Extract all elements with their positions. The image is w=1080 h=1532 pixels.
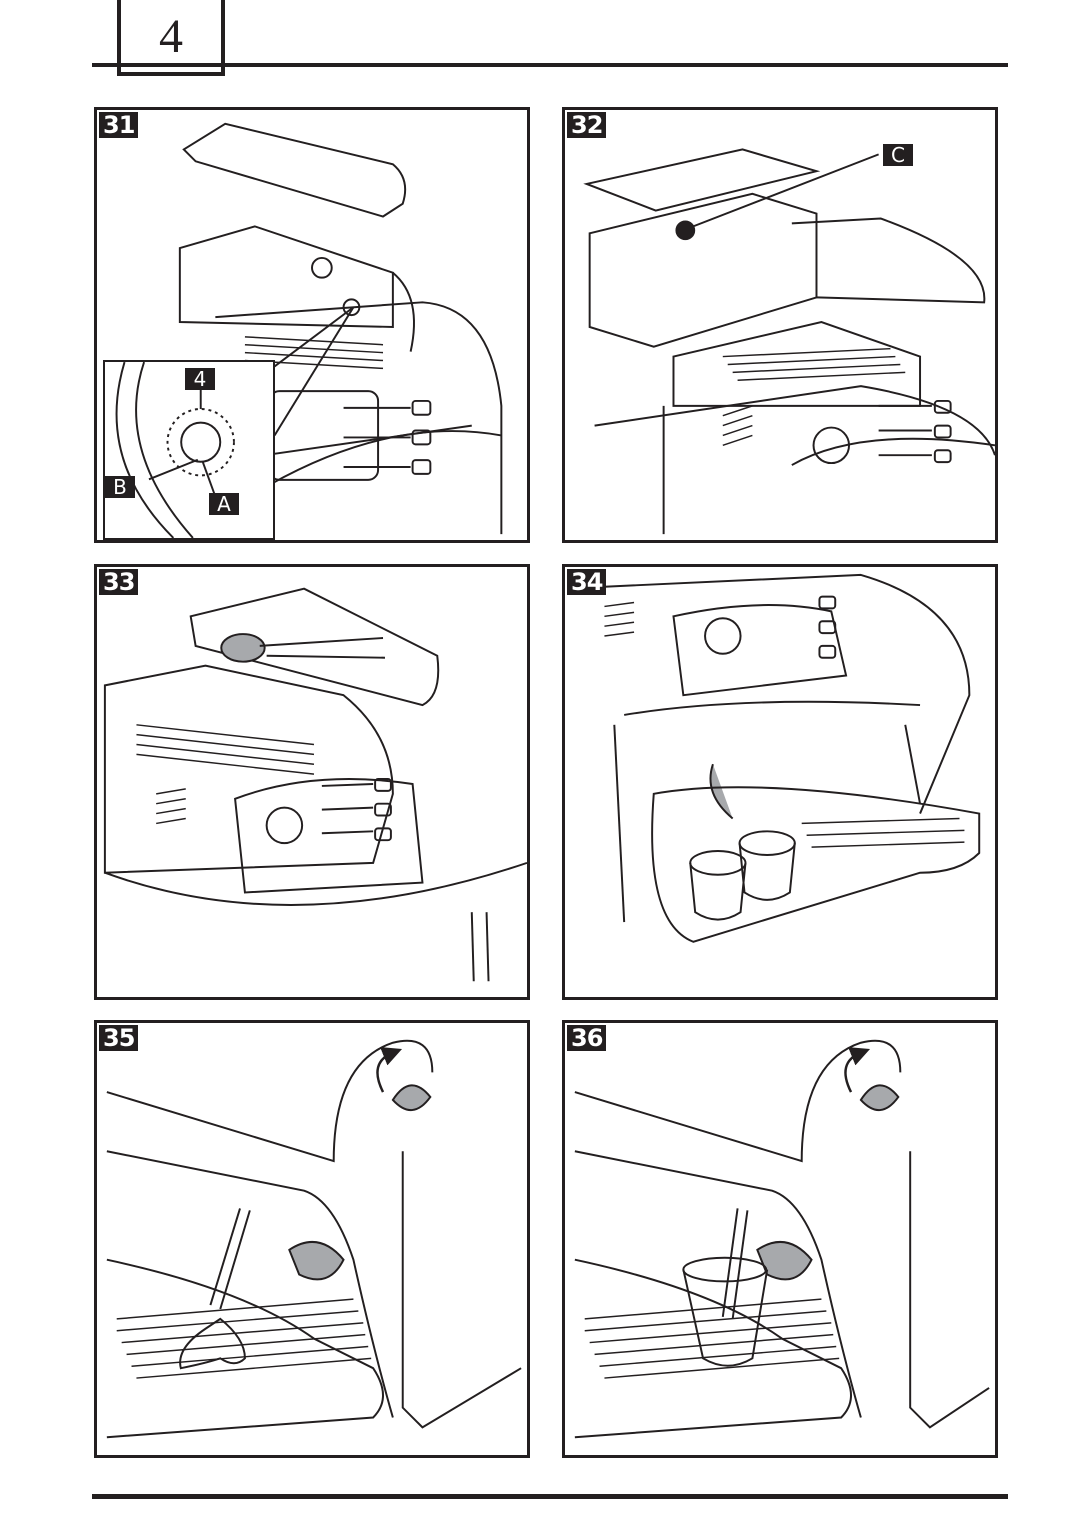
figure-31-number: 31 (99, 112, 139, 138)
callout-b: B (105, 476, 135, 498)
dial-detail-inset (103, 360, 275, 540)
coffee-machine-illustration (103, 587, 527, 982)
figure-35-number: 35 (99, 1025, 139, 1051)
figure-33: 33 (94, 564, 530, 1000)
coffee-machine-illustration (583, 148, 995, 535)
figure-34-number: 34 (567, 569, 607, 595)
coffee-machine-illustration (178, 122, 503, 535)
figure-33-number: 33 (99, 569, 139, 595)
steam-wand-illustration (106, 1039, 522, 1439)
header-rule (92, 63, 1008, 67)
page-number: 4 (159, 9, 183, 63)
figure-32: 32 C (562, 107, 998, 543)
figure-34: 34 (562, 564, 998, 1000)
steam-wand-illustration (574, 1039, 990, 1439)
figure-36: 36 (562, 1020, 998, 1458)
callout-a: A (209, 493, 239, 515)
footer-rule (92, 1494, 1008, 1499)
figure-36-number: 36 (567, 1025, 607, 1051)
callout-4: 4 (185, 368, 215, 390)
coffee-machine-illustration (604, 573, 981, 943)
figure-31: 31 (94, 107, 530, 543)
figure-35: 35 (94, 1020, 530, 1458)
callout-c: C (883, 144, 913, 166)
figure-32-number: 32 (567, 112, 607, 138)
